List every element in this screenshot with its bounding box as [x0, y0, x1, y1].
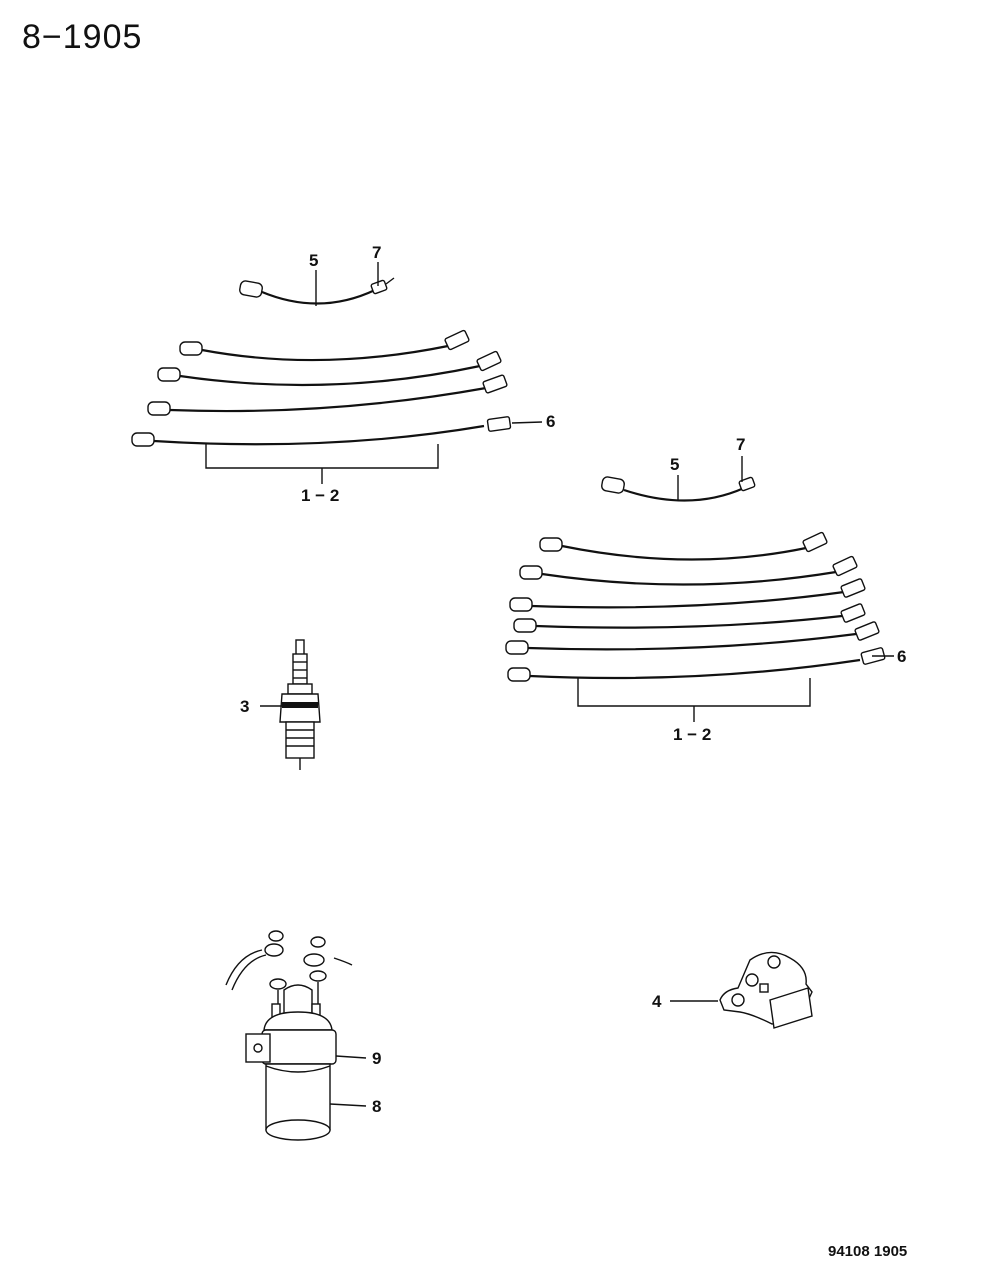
- upper-plug-wire-2: [157, 350, 502, 387]
- lower-plug-wire-5: [505, 621, 880, 655]
- upper-plug-wire-3: [147, 374, 508, 416]
- callout-upper-wire-set: 1 − 2: [301, 486, 339, 505]
- lower-plug-wire-6: [507, 647, 886, 682]
- callout-coil-bracket: 9: [372, 1049, 381, 1068]
- callout-spark-plug: 3: [240, 697, 249, 716]
- lower-range-bracket: [577, 678, 811, 707]
- callout-ignition-coil: 8: [372, 1097, 381, 1116]
- lower-plug-wire-3: [509, 578, 866, 612]
- callout-upper-plug-boot: 6: [546, 412, 555, 431]
- upper-range-bracket: [205, 444, 439, 469]
- upper-plug-wire-1: [179, 329, 470, 362]
- ignition-coil: [225, 930, 367, 1141]
- callout-upper-boot: 7: [372, 243, 381, 262]
- upper-coil-wire: [239, 277, 395, 305]
- upper-plug-wire-4: [131, 416, 512, 447]
- callout-upper-coil-wire: 5: [309, 251, 318, 270]
- lower-wire-set: [505, 456, 894, 722]
- callout-lower-coil-wire: 5: [670, 455, 679, 474]
- spark-plug: [260, 639, 321, 770]
- wire-clip: [670, 951, 813, 1029]
- upper-wire-set: [131, 262, 543, 484]
- drawing-code: 94108 1905: [828, 1243, 908, 1260]
- lower-coil-wire: [601, 476, 756, 502]
- lower-plug-wire-1: [539, 531, 828, 561]
- lower-plug-wire-4: [513, 603, 866, 633]
- page-code: 8−1905: [22, 18, 143, 56]
- callout-lower-boot: 7: [736, 435, 745, 454]
- callout-lower-wire-set: 1 − 2: [673, 725, 711, 744]
- callout-lower-plug-boot: 6: [897, 647, 906, 666]
- lower-plug-wire-2: [519, 555, 858, 586]
- callout-wire-clip: 4: [652, 992, 662, 1011]
